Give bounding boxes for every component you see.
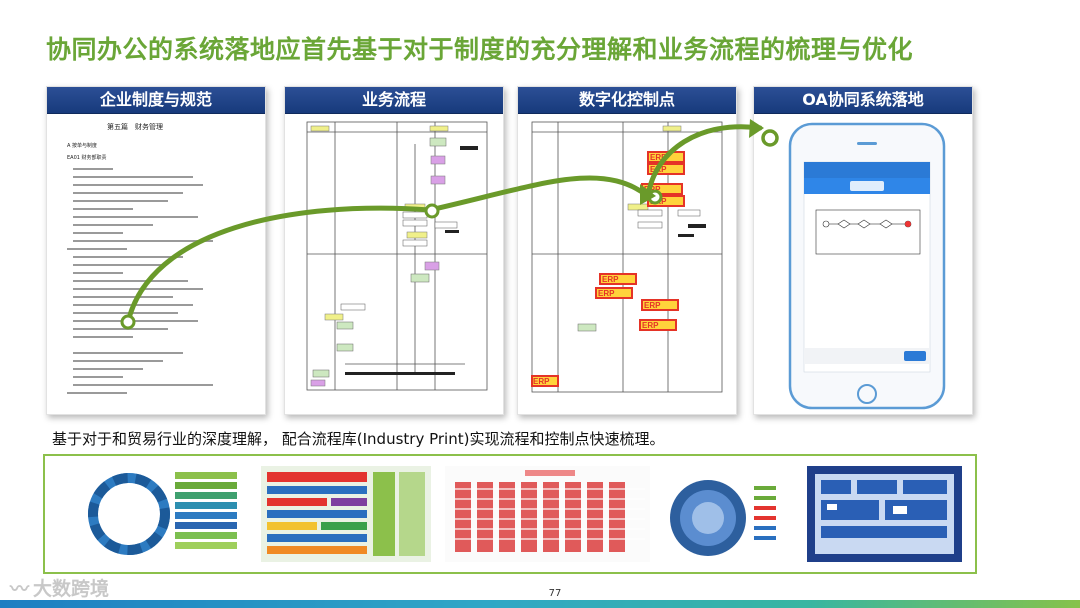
card-header-oa-system: OA协同系统落地 — [754, 87, 972, 114]
flow-node-end — [761, 129, 779, 147]
subtitle: 基于对于和贸易行业的深度理解， 配合流程库(Industry Print)实现流… — [52, 430, 665, 448]
watermark-logo: 〰大数跨境 — [10, 578, 110, 600]
flow-node — [424, 203, 440, 219]
doc-text-lines — [67, 168, 213, 394]
arrow-head — [640, 184, 656, 205]
bottom-gradient-bar — [0, 600, 1080, 608]
control-point — [599, 273, 637, 285]
doc-subsection: EA01 财务部职责 — [67, 155, 107, 161]
thumb-value-cycle — [79, 466, 244, 562]
thumb-process-library — [445, 466, 650, 562]
card-business-process: 业务流程 — [284, 86, 504, 415]
erp-tag: ERP — [642, 321, 659, 330]
phone-mockup — [754, 114, 972, 414]
arrow-head — [749, 119, 764, 138]
erp-tag: ERP — [598, 289, 615, 298]
card-header-regulations: 企业制度与规范 — [47, 87, 265, 114]
regulation-document: 第五篇 财务管理 A 按单与制度 EA01 财务部职责 — [47, 114, 265, 414]
logo-text: 大数跨境 — [33, 578, 110, 600]
erp-tag: ERP — [650, 153, 667, 162]
control-point — [531, 375, 559, 387]
erp-tag: ERP — [644, 301, 661, 310]
flow-node-start — [120, 314, 136, 330]
erp-tag: ERP — [602, 275, 619, 284]
control-point — [647, 195, 685, 207]
control-point — [639, 319, 677, 331]
erp-tag: ERP — [533, 377, 550, 386]
doc-section: A 按单与制度 — [67, 143, 98, 149]
card-header-digital-control-points: 数字化控制点 — [518, 87, 736, 114]
card-regulations: 企业制度与规范 第五篇 财务管理 A 按单与制度 EA01 财务部职责 — [46, 86, 266, 415]
page-number: 77 — [548, 588, 562, 599]
slide-title: 协同办公的系统落地应首先基于对于制度的充分理解和业务流程的梳理与优化 — [46, 35, 914, 64]
thumb-architecture — [807, 466, 962, 562]
card-digital-control-points: 数字化控制点 — [517, 86, 737, 415]
control-point — [647, 163, 685, 175]
control-point — [595, 287, 633, 299]
card-header-business-process: 业务流程 — [285, 87, 503, 114]
erp-tag: ERP — [644, 185, 661, 194]
control-point — [641, 299, 679, 311]
doc-heading: 第五篇 财务管理 — [107, 123, 163, 131]
control-point-flowchart: ERP ERP ERP ERP ERP ERP ERP ERP ERP — [518, 114, 736, 414]
process-flowchart — [285, 114, 503, 414]
card-oa-system: OA协同系统落地 — [753, 86, 973, 415]
thumb-process-map — [261, 466, 431, 562]
thumb-wheel — [670, 466, 780, 562]
industry-print-strip — [43, 454, 977, 574]
